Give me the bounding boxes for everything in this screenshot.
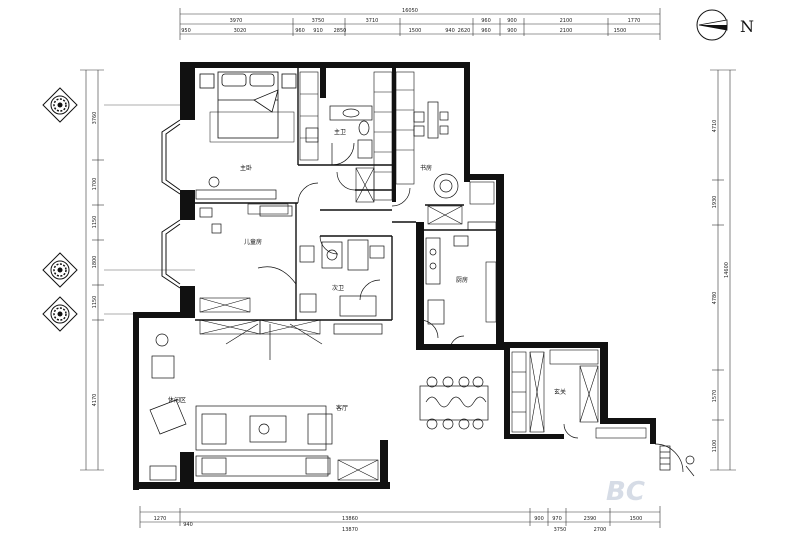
right-dimension-chain [710, 69, 736, 471]
dim-top-seg: 2100 [560, 18, 573, 24]
bedroom-desk [195, 176, 293, 234]
exterior-walls [133, 62, 656, 490]
living-furniture [149, 323, 489, 481]
dim-left-seg: 1800 [92, 256, 98, 269]
dim-bottom-seg: 940 [183, 522, 193, 528]
dim-right-seg: 1930 [712, 196, 718, 209]
north-compass-icon [696, 9, 728, 41]
dim-bottom-seg: 1500 [630, 516, 643, 522]
dim-bottom-detail: 3750 [554, 527, 567, 533]
dim-top-seg: 900 [507, 18, 517, 24]
dim-bottom-detail: 2700 [594, 527, 607, 533]
kitchen-fixtures [425, 221, 497, 325]
dim-top-seg: 3750 [312, 18, 325, 24]
second-bath-fixtures [299, 239, 385, 335]
dim-bottom-seg: 970 [552, 516, 562, 522]
dim-right-seg: 1570 [712, 390, 718, 403]
room-label-second-bath: 次卫 [332, 284, 344, 292]
dim-top-detail: 960 [481, 28, 491, 34]
dim-top-detail: 960 [295, 28, 305, 34]
dim-left-seg: 1150 [92, 296, 98, 309]
bay-window [161, 119, 181, 289]
room-label-study: 书房 [420, 164, 432, 172]
section-marker-icon [42, 296, 78, 332]
room-label-master-bath: 主卫 [334, 128, 346, 136]
dim-right-seg: 4710 [712, 120, 718, 133]
room-label-entrance: 玄关 [554, 388, 566, 396]
dim-left-seg: 4170 [92, 394, 98, 407]
dim-right-seg: 4780 [712, 292, 718, 305]
dim-top-total: 16050 [402, 8, 418, 14]
dim-top-seg: 960 [481, 18, 491, 24]
dim-top-detail: 940 [445, 28, 455, 34]
north-label: N [740, 17, 754, 36]
dim-top-detail: 2100 [560, 28, 573, 34]
dim-top-detail: 1500 [614, 28, 627, 34]
bed [199, 71, 297, 143]
dim-bottom-seg: 900 [534, 516, 544, 522]
dim-top-seg: 3710 [366, 18, 379, 24]
dim-top-detail: 950 [181, 28, 191, 34]
bottom-dimension-chain [139, 506, 661, 528]
dim-bottom-seg: 13860 [342, 516, 358, 522]
dim-top-detail: 1500 [409, 28, 422, 34]
study-furniture [413, 101, 459, 199]
room-label-kitchen: 厨房 [456, 276, 468, 284]
room-label-living-room: 客厅 [336, 404, 348, 412]
dim-top-detail: 2620 [458, 28, 471, 34]
entrance-fixtures [659, 445, 695, 477]
dim-top-detail: 3020 [234, 28, 247, 34]
dim-bottom-seg: 2390 [584, 516, 597, 522]
dim-top-seg: 3970 [230, 18, 243, 24]
room-label-master-bedroom: 主卧 [240, 164, 252, 172]
door-swings [257, 142, 684, 473]
watermark: BC [606, 477, 645, 507]
dim-top-detail: 910 [313, 28, 323, 34]
room-label-leisure-area: 休闲区 [168, 396, 186, 404]
dim-bottom-total: 13870 [342, 527, 358, 533]
dim-top-detail: 2850 [334, 28, 347, 34]
room-label-children-room: 儿童房 [244, 238, 262, 246]
master-bath-fixtures [305, 105, 373, 159]
section-marker-icon [42, 252, 78, 288]
dim-right-total: 14600 [724, 262, 730, 278]
dim-right-seg: 1100 [712, 440, 718, 453]
dim-bottom-seg: 1270 [154, 516, 167, 522]
dim-top-seg: 1770 [628, 18, 641, 24]
dim-left-seg: 1700 [92, 178, 98, 191]
dim-top-detail: 900 [507, 28, 517, 34]
section-marker-icon [42, 87, 78, 123]
dim-left-seg: 3760 [92, 112, 98, 125]
top-dimension-chain [179, 8, 661, 40]
dim-left-seg: 1150 [92, 216, 98, 229]
